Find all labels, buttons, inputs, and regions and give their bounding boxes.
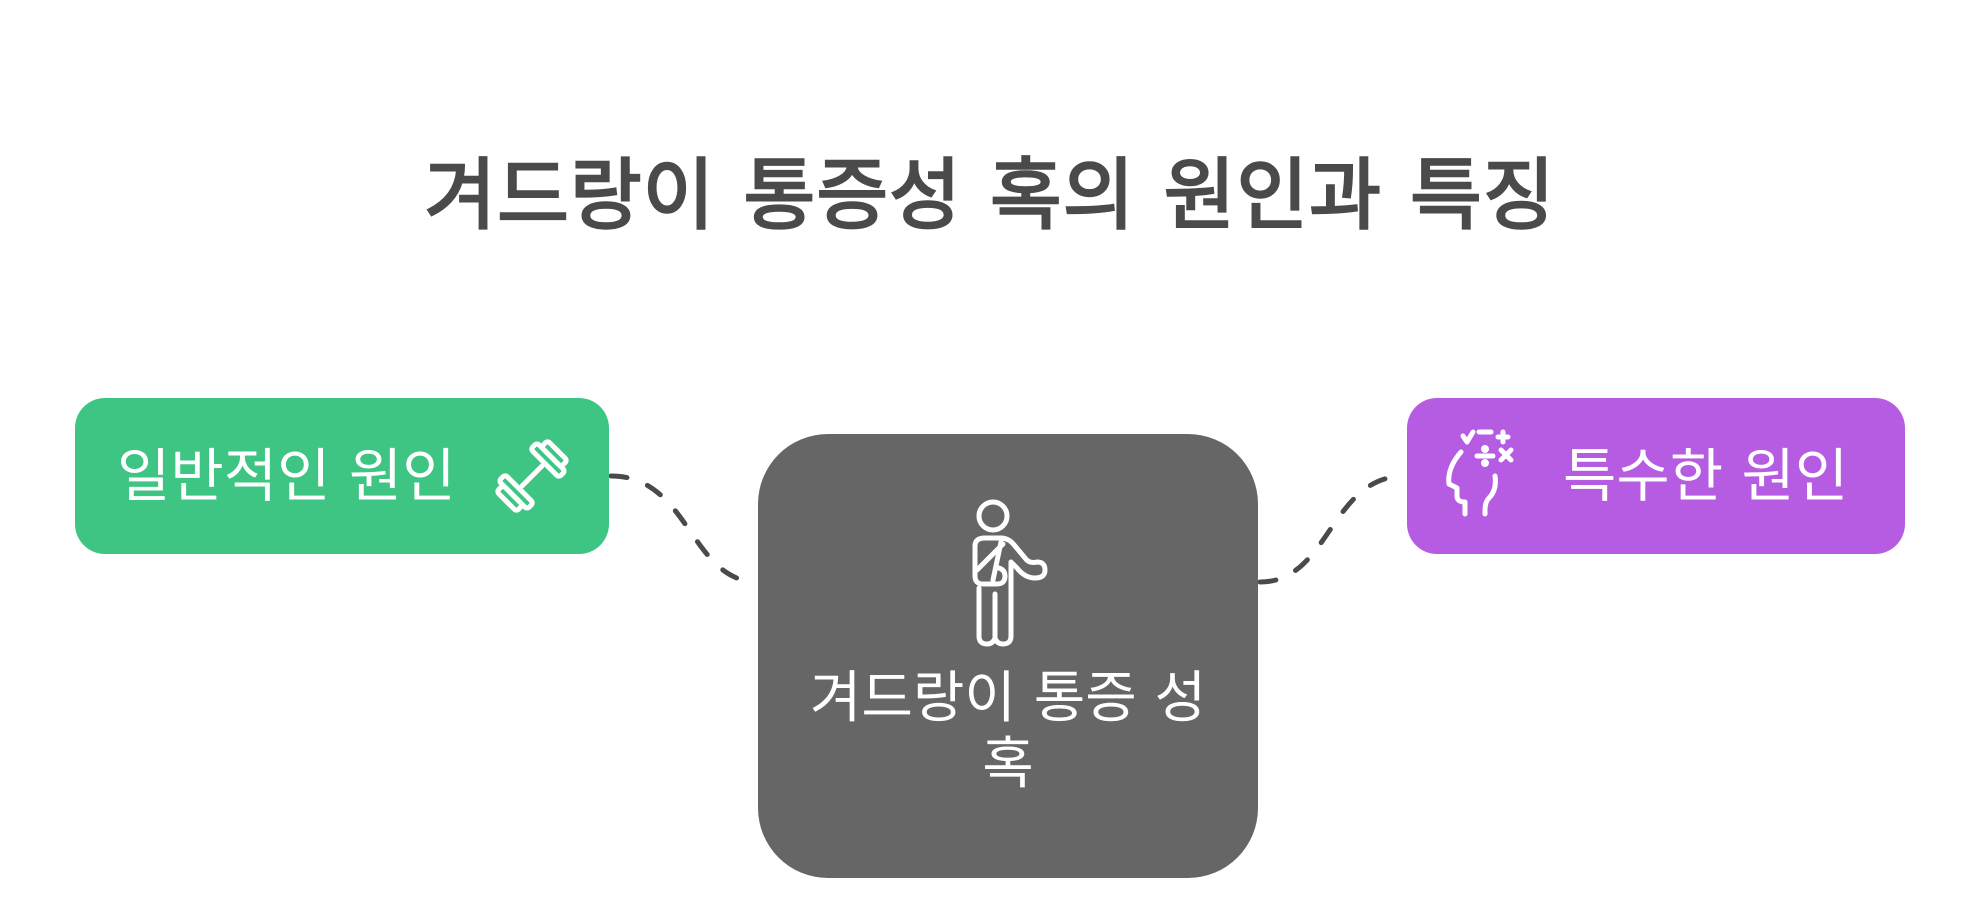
node-main-topic: 겨드랑이 통증 성 혹 (758, 434, 1258, 878)
node-special-causes-label: 특수한 원인 (1563, 442, 1849, 510)
node-common-causes: 일반적인 원인 (75, 398, 609, 554)
dumbbell-icon (494, 439, 569, 513)
node-common-causes-label: 일반적인 원인 (117, 442, 456, 510)
node-special-causes: 특수한 원인 (1407, 398, 1905, 554)
connector-left (608, 473, 761, 585)
head-math-icon (1446, 429, 1514, 517)
node-main-topic-label: 겨드랑이 통증 성 혹 (809, 666, 1207, 798)
injured-person-icon (972, 499, 1048, 647)
diagram-title: 겨드랑이 통증성 혹의 원인과 특징 (424, 151, 1556, 241)
connector-right (1257, 473, 1408, 585)
